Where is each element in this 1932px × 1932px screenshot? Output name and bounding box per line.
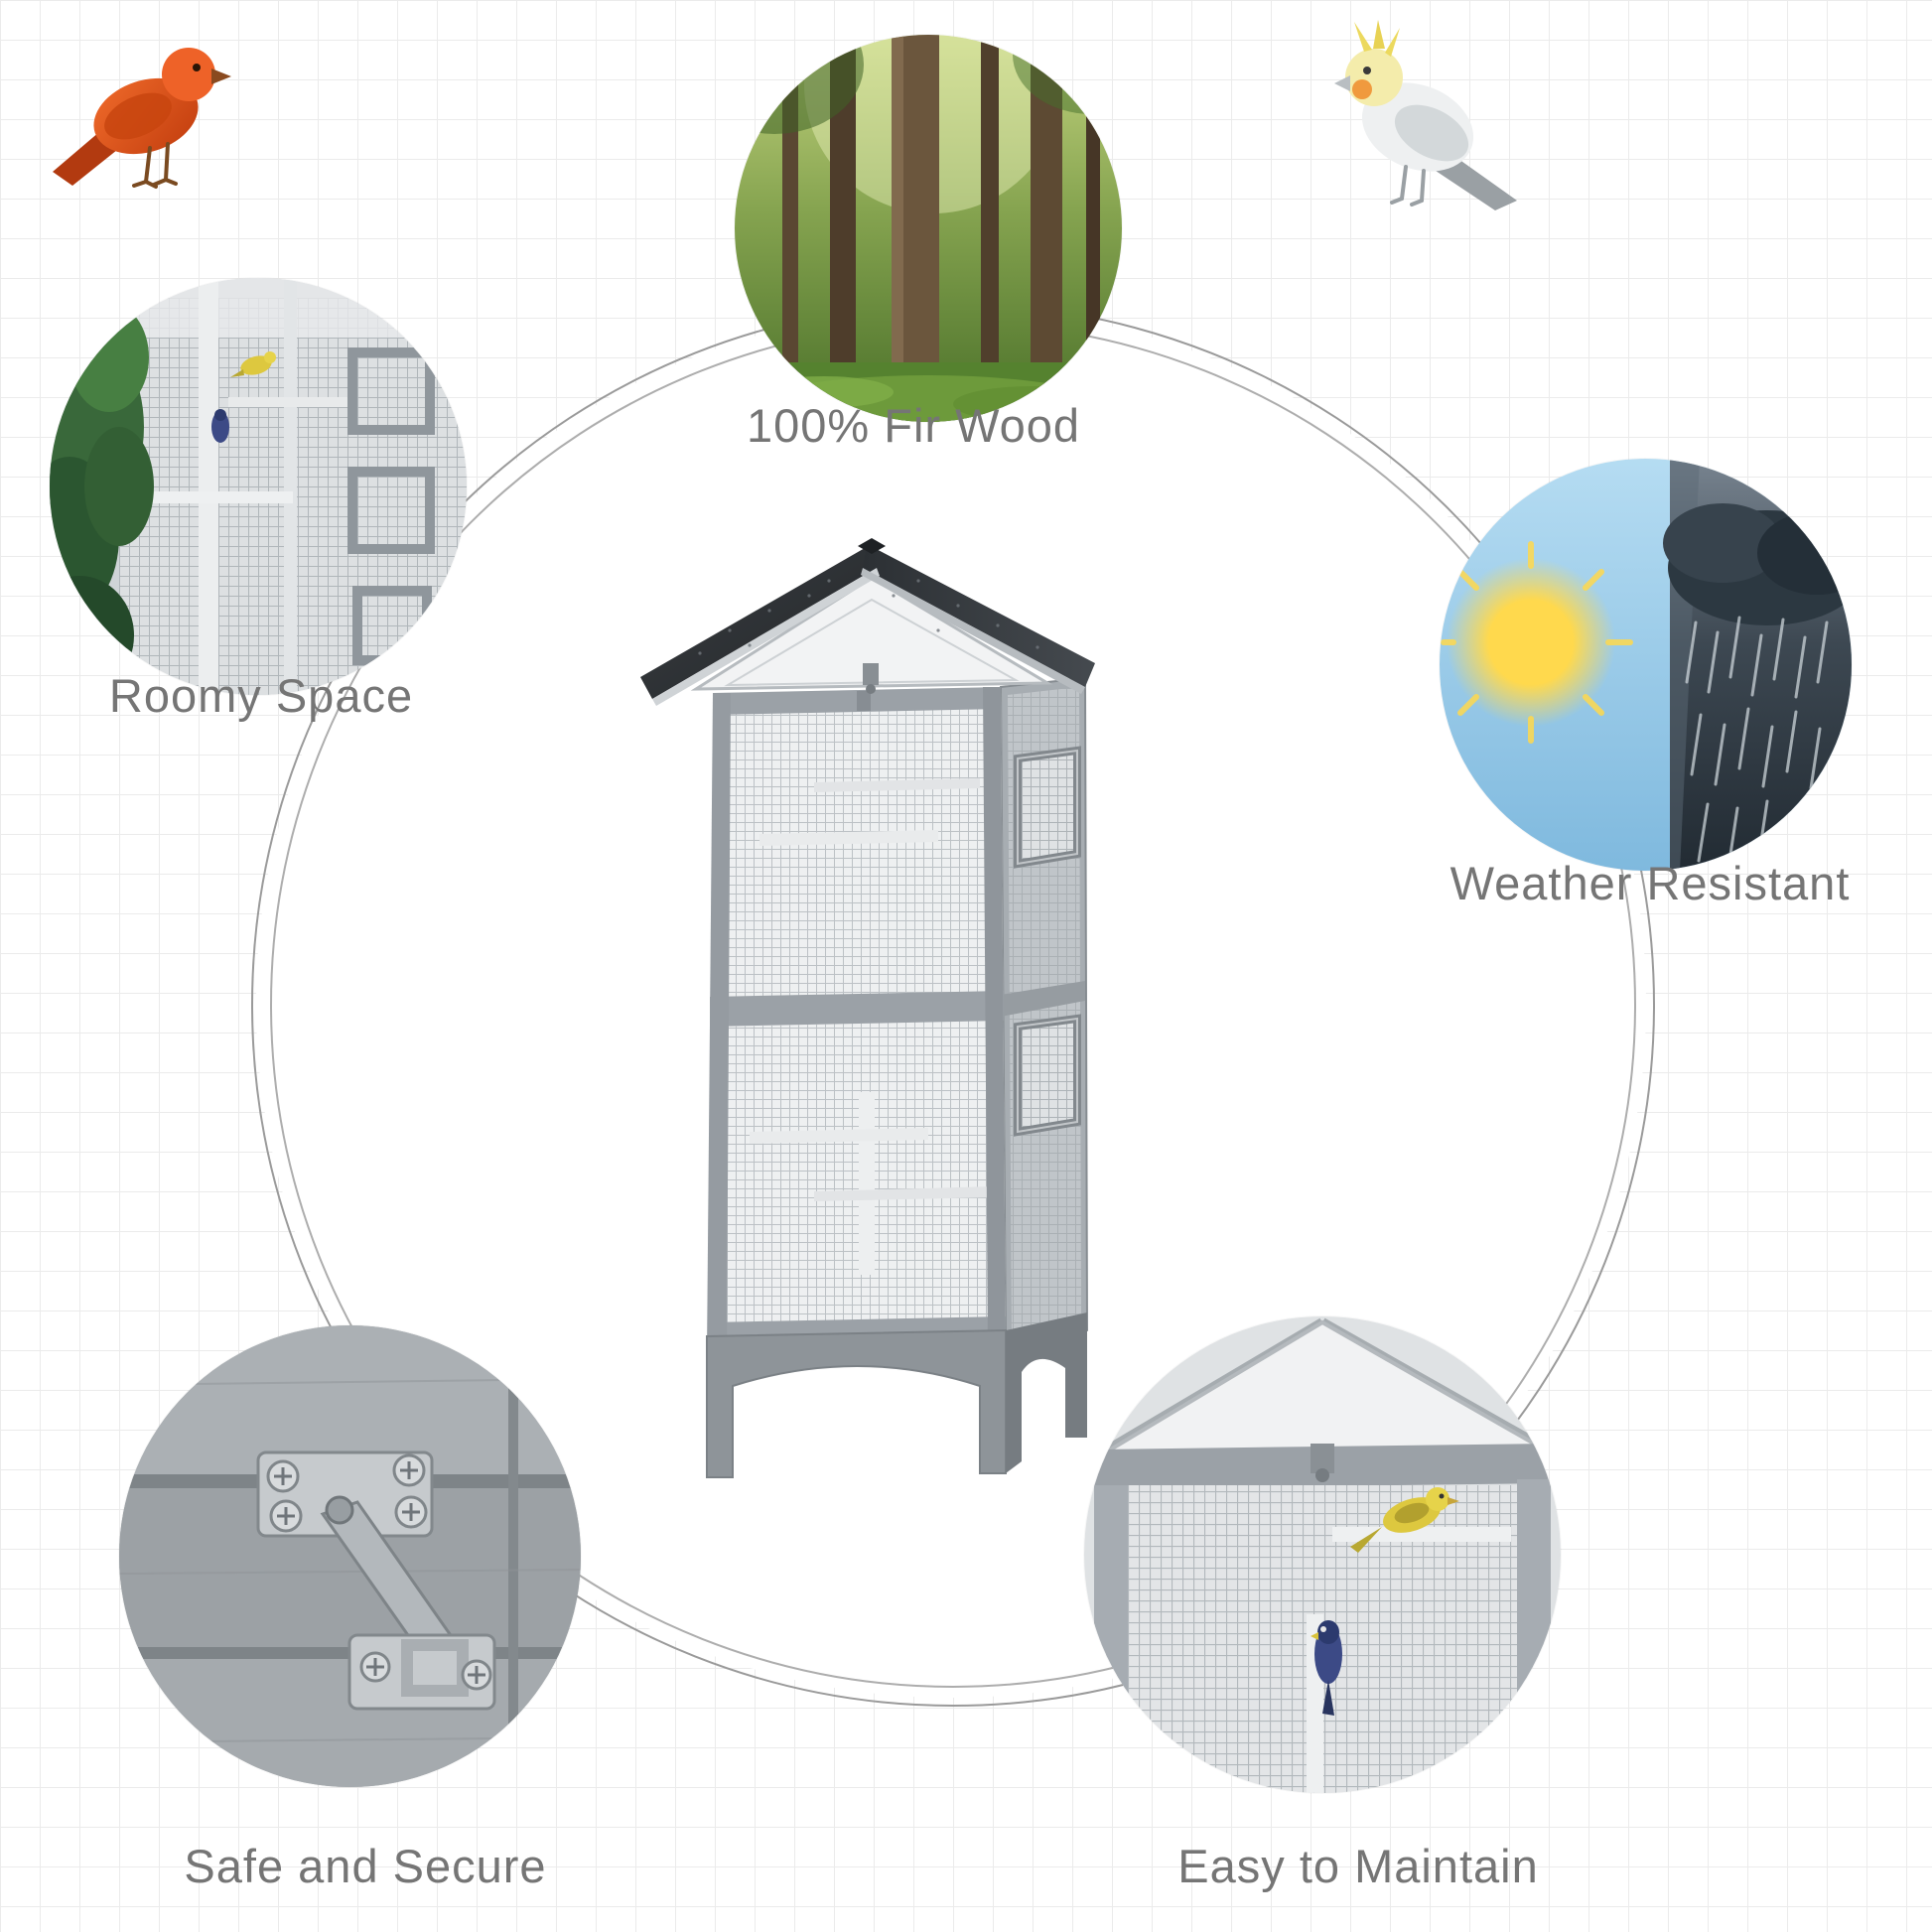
- cockatiel-illustration: [1334, 20, 1517, 210]
- steel-latch-photo: [119, 1325, 581, 1787]
- red-canary-illustration: [53, 48, 231, 189]
- cage-side-door-upper: [1014, 746, 1081, 869]
- cage-front-birds-photo: [1084, 1316, 1561, 1793]
- feature-label-weather-resistant: Weather Resistant: [1449, 857, 1851, 909]
- feature-label-fir-wood: 100% Fir Wood: [746, 399, 1081, 452]
- cage-roof: [640, 538, 1095, 706]
- weather-illustration: [1440, 459, 1852, 871]
- cage-base-and-legs: [706, 1312, 1087, 1478]
- latch-hardware: [256, 1450, 496, 1711]
- rain-streaks: [1685, 616, 1829, 870]
- blue-bird: [1311, 1620, 1342, 1716]
- aviary-interior-photo: [50, 278, 467, 695]
- sun-and-rain-photo: [1440, 459, 1852, 871]
- cage-front-illustration: [1084, 1316, 1561, 1793]
- aviary-interior-illustration: [50, 278, 467, 695]
- cage-gable: [690, 576, 1053, 694]
- forest-illustration: [735, 35, 1122, 422]
- small-blue-bird: [211, 409, 229, 443]
- cage-side-door-lower: [1014, 1014, 1081, 1137]
- forest-trees-photo: [735, 35, 1122, 422]
- cage-front-panel: [707, 687, 1006, 1356]
- cockatiel-image: [1311, 20, 1534, 218]
- feature-label-roomy-space: Roomy Space: [108, 669, 414, 722]
- small-yellow-bird: [230, 351, 276, 377]
- latch-illustration: [119, 1325, 581, 1787]
- feature-label-safe-and-secure: Safe and Secure: [184, 1840, 547, 1892]
- aviary-illustration: [640, 538, 1095, 1478]
- yellow-bird: [1350, 1487, 1459, 1553]
- product-aviary-image: [611, 536, 1167, 1479]
- sun-rays: [1441, 541, 1633, 744]
- cage-side-panel: [999, 676, 1089, 1350]
- feature-label-easy-to-maintain: Easy to Maintain: [1177, 1840, 1539, 1892]
- red-canary-image: [35, 25, 233, 204]
